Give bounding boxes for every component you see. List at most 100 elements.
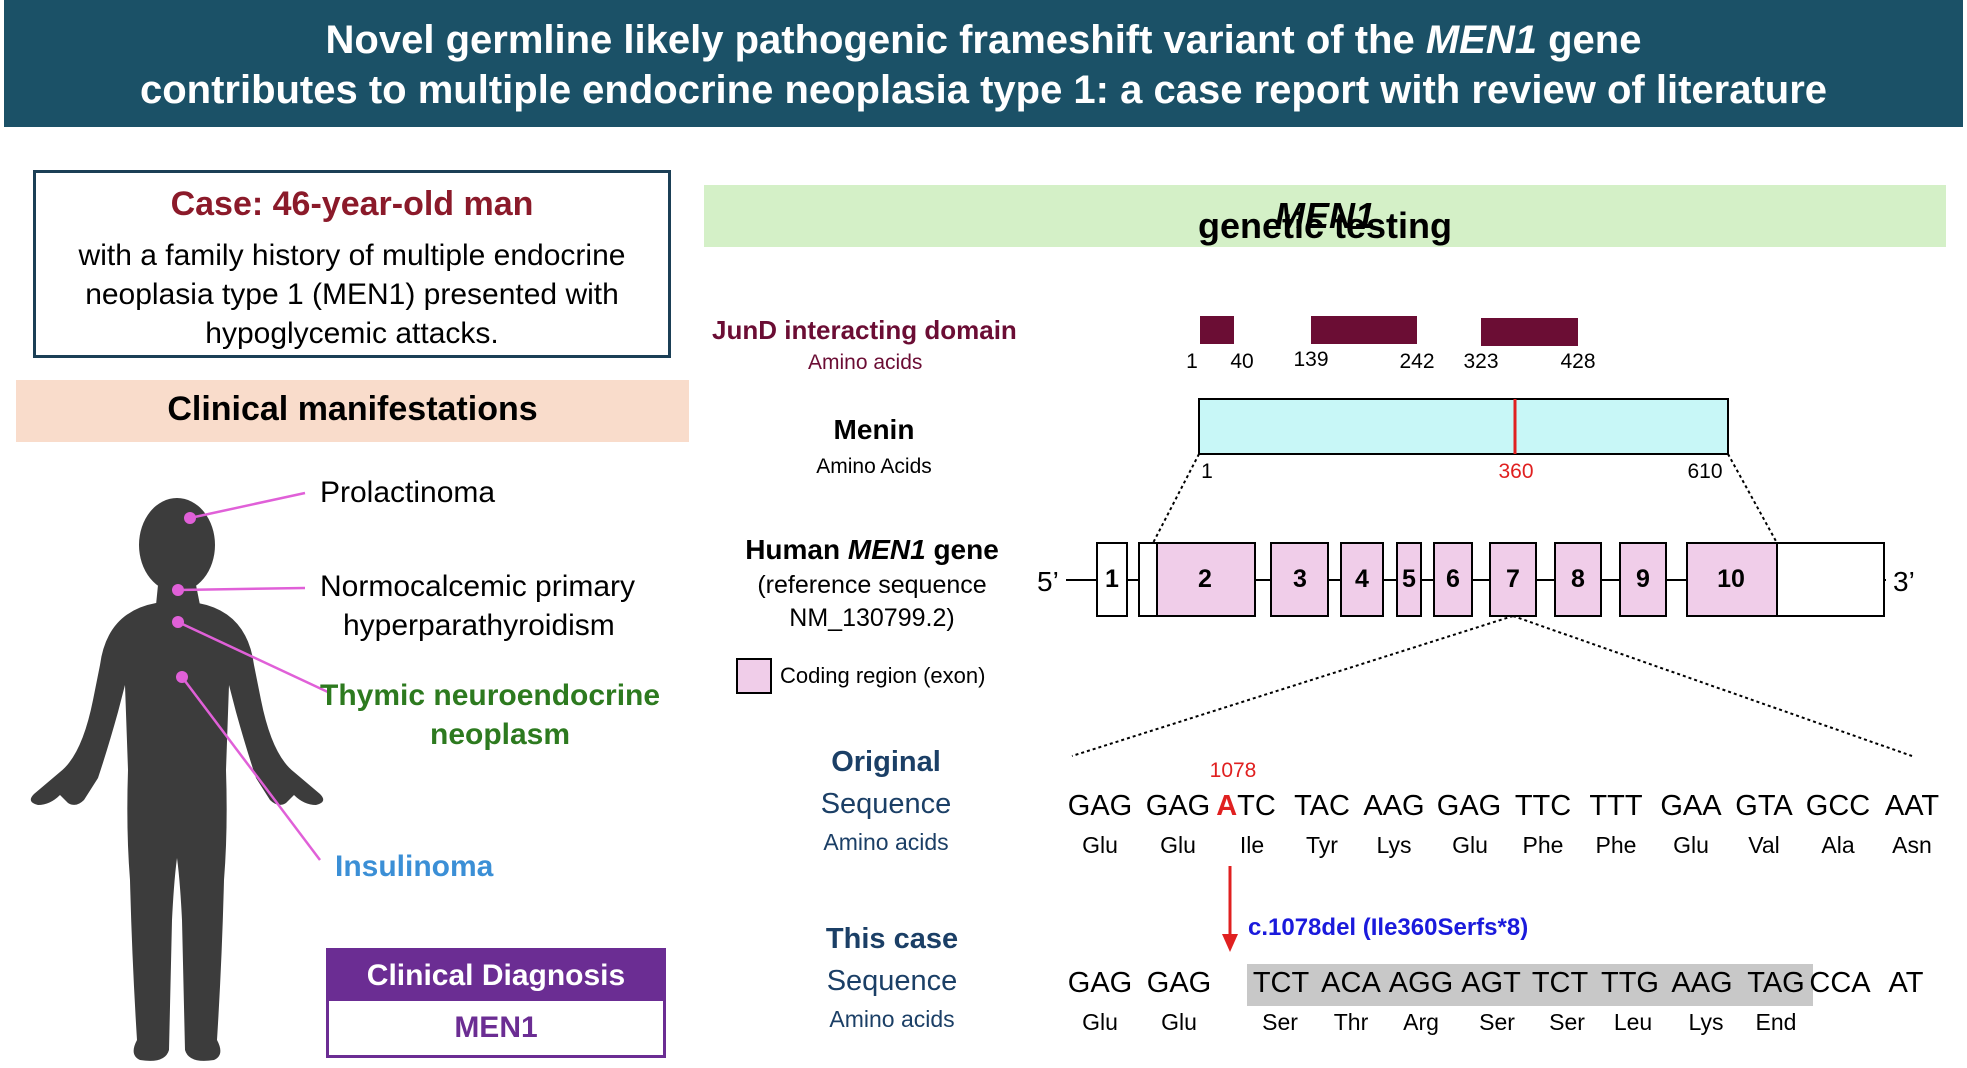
original-aa-11: Ala	[1821, 832, 1855, 858]
case-aa-1: Glu	[1082, 1009, 1118, 1035]
case-codon-4: ACA	[1321, 967, 1381, 999]
original-codon-1: GAG	[1067, 790, 1133, 822]
case-line-3: hypoglycemic attacks.	[205, 317, 499, 350]
original-codon-12: AAT	[1884, 790, 1940, 822]
case-aa-4: Thr	[1333, 1009, 1369, 1035]
case-box: Case: 46-year-old man with a family hist…	[33, 170, 671, 358]
jund-tick-242: 242	[1399, 350, 1435, 373]
original-codon-3: ATC	[1216, 790, 1276, 822]
exon-5-label: 5	[1402, 565, 1416, 593]
case-codon-10: TAG	[1747, 967, 1805, 999]
three-prime-label: 3’	[1893, 566, 1915, 597]
manifestation-connectors	[177, 491, 331, 861]
coding-region-swatch	[736, 658, 772, 694]
case-codon-1: GAG	[1067, 967, 1133, 999]
clinical-diagnosis-box: Clinical Diagnosis MEN1	[326, 948, 666, 1058]
title-line-1: Novel germline likely pathogenic framesh…	[4, 17, 1963, 63]
original-aa-label: Amino acids	[823, 829, 949, 855]
case-codon-7: TCT	[1531, 967, 1589, 999]
clinical-header: Clinical manifestations	[16, 380, 689, 442]
genetic-testing-header: MEN1 genetic testing	[704, 185, 1946, 247]
case-aa-7: Ser	[1549, 1009, 1585, 1035]
genetic-testing-heading: MEN1 genetic testing	[704, 195, 1946, 246]
gene-label-suffix: gene	[925, 534, 999, 565]
jund-tick-40: 40	[1230, 350, 1254, 373]
menin-tick-360: 360	[1498, 460, 1534, 483]
exon-7-label: 7	[1506, 565, 1520, 593]
exon-8-label: 8	[1571, 565, 1585, 593]
gene-label: Human MEN1 gene	[745, 534, 999, 566]
case-aa-2: Glu	[1161, 1009, 1197, 1035]
original-codon-11: GCC	[1805, 790, 1871, 822]
menin-tick-1: 1	[1201, 460, 1213, 483]
menin-label: Menin	[833, 414, 915, 445]
gene-label-prefix: Human	[745, 534, 848, 565]
case-aa-8: Leu	[1613, 1009, 1653, 1035]
label-insulinoma: Insulinoma	[335, 850, 494, 883]
case-codon-9: AAG	[1671, 967, 1733, 999]
exon-6-label: 6	[1446, 565, 1460, 593]
title-text-end: gene	[1536, 18, 1642, 62]
case-line-1: with a family history of multiple endocr…	[78, 239, 626, 272]
label-thymic-2: neoplasm	[430, 718, 571, 751]
exon-10-label: 10	[1717, 565, 1745, 593]
original-aa-7: Phe	[1522, 832, 1564, 858]
original-aa-1: Glu	[1082, 832, 1118, 858]
genetic-heading-rest: genetic testing	[1197, 205, 1453, 246]
case-aa-label: Amino acids	[829, 1006, 955, 1032]
exon-4-label: 4	[1355, 565, 1369, 593]
position-1078: 1078	[1209, 759, 1257, 782]
menin-sublabel: Amino Acids	[816, 455, 932, 478]
case-codon-5: AGG	[1388, 967, 1454, 999]
case-heading: Case: 46-year-old man	[170, 185, 534, 223]
original-aa-2: Glu	[1160, 832, 1196, 858]
connector-dots	[172, 512, 196, 683]
original-aa-12: Asn	[1892, 832, 1932, 858]
original-codon-8: TTT	[1589, 790, 1643, 822]
case-codon-3: TCT	[1252, 967, 1310, 999]
gene-ref-line-1: (reference sequence	[757, 571, 987, 599]
exon-9-label: 9	[1636, 565, 1650, 593]
legend-label: Coding region (exon)	[780, 663, 986, 688]
gene-ref-line-2: NM_130799.2)	[789, 604, 955, 632]
title-text: Novel germline likely pathogenic framesh…	[325, 18, 1426, 62]
original-aa-9: Glu	[1673, 832, 1709, 858]
case-line-2: neoplasia type 1 (MEN1) presented with	[85, 278, 619, 311]
exon-3-label: 3	[1293, 565, 1307, 593]
label-prolactinoma: Prolactinoma	[320, 476, 496, 509]
jund-tick-428: 428	[1560, 350, 1596, 373]
case-sequence-label: Sequence	[826, 965, 958, 997]
jund-tick-323: 323	[1463, 350, 1499, 373]
original-codon-7: TTC	[1514, 790, 1572, 822]
case-codon-11: CCA	[1809, 967, 1871, 999]
original-aa-6: Glu	[1452, 832, 1488, 858]
original-aa-5: Lys	[1376, 832, 1412, 858]
menin-zoom-lines	[1152, 453, 1778, 544]
original-aa-4: Tyr	[1306, 832, 1338, 858]
original-codon-4: TAC	[1294, 790, 1350, 822]
human-silhouette-icon	[30, 498, 324, 1061]
case-codon-8: TTG	[1601, 967, 1659, 999]
diagnosis-heading: Clinical Diagnosis	[329, 951, 663, 1001]
title-line-2: contributes to multiple endocrine neopla…	[139, 68, 1828, 112]
original-aa-8: Phe	[1595, 832, 1637, 858]
case-aa-10: End	[1755, 1009, 1797, 1035]
original-codon-5: AAG	[1363, 790, 1425, 822]
diagnosis-value: MEN1	[454, 1011, 538, 1044]
menin-bar	[1198, 398, 1729, 455]
case-codon-6: AGT	[1461, 967, 1521, 999]
exon-1-label: 1	[1105, 565, 1119, 593]
original-label: Original	[831, 746, 941, 778]
original-codon-9: GAA	[1660, 790, 1722, 822]
case-aa-5: Arg	[1403, 1009, 1439, 1035]
jund-sublabel: Amino acids	[808, 351, 923, 374]
frameshift-highlight	[1247, 964, 1813, 1006]
label-thymic-1: Thymic neuroendocrine	[320, 679, 661, 712]
original-codon-6: GAG	[1436, 790, 1502, 822]
jund-tick-1: 1	[1186, 350, 1198, 373]
label-hyperparathyroidism-2: hyperparathyroidism	[343, 609, 615, 642]
variant-label: c.1078del (Ile360Serfs*8)	[1248, 914, 1529, 941]
original-aa-10: Val	[1748, 832, 1780, 858]
case-aa-3: Ser	[1262, 1009, 1298, 1035]
